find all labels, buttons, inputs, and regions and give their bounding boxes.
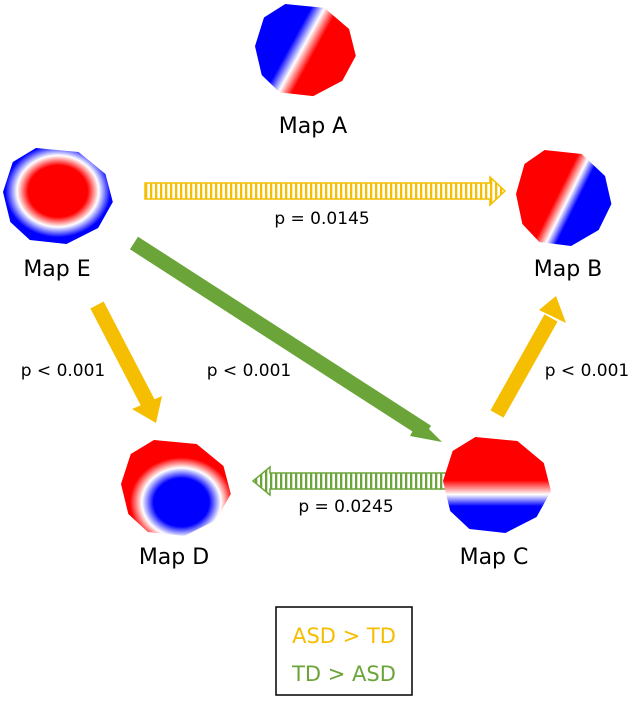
- p-label-e-to-c: p < 0.001: [207, 361, 292, 381]
- arrow-e-to-d: [90, 301, 162, 423]
- topomap-e: [3, 148, 113, 244]
- arrow-c-to-d: [251, 465, 449, 497]
- p-label-c-to-d: p = 0.0245: [298, 497, 393, 517]
- topomap-c: [443, 437, 551, 533]
- p-label-e-to-b: p = 0.0145: [274, 209, 369, 229]
- legend-td-gt-asd: TD > ASD: [291, 662, 396, 686]
- topomap-b: [516, 150, 612, 246]
- topomap-a: [255, 4, 356, 97]
- map-e-label: Map E: [23, 257, 90, 282]
- legend: ASD > TD TD > ASD: [275, 606, 413, 696]
- map-d-label: Map D: [139, 545, 209, 570]
- map-a-label: Map A: [279, 114, 347, 139]
- topomap-d: [121, 440, 231, 536]
- arrow-c-to-b: [490, 296, 566, 418]
- legend-asd-gt-td: ASD > TD: [292, 624, 396, 648]
- p-label-e-to-d: p < 0.001: [21, 361, 106, 381]
- arrow-e-to-c: [129, 236, 442, 442]
- map-b-label: Map B: [534, 257, 603, 282]
- map-c-label: Map C: [460, 545, 529, 570]
- legend-box: [275, 606, 413, 696]
- p-label-c-to-b: p < 0.001: [545, 361, 630, 381]
- arrow-e-to-b: [144, 175, 507, 207]
